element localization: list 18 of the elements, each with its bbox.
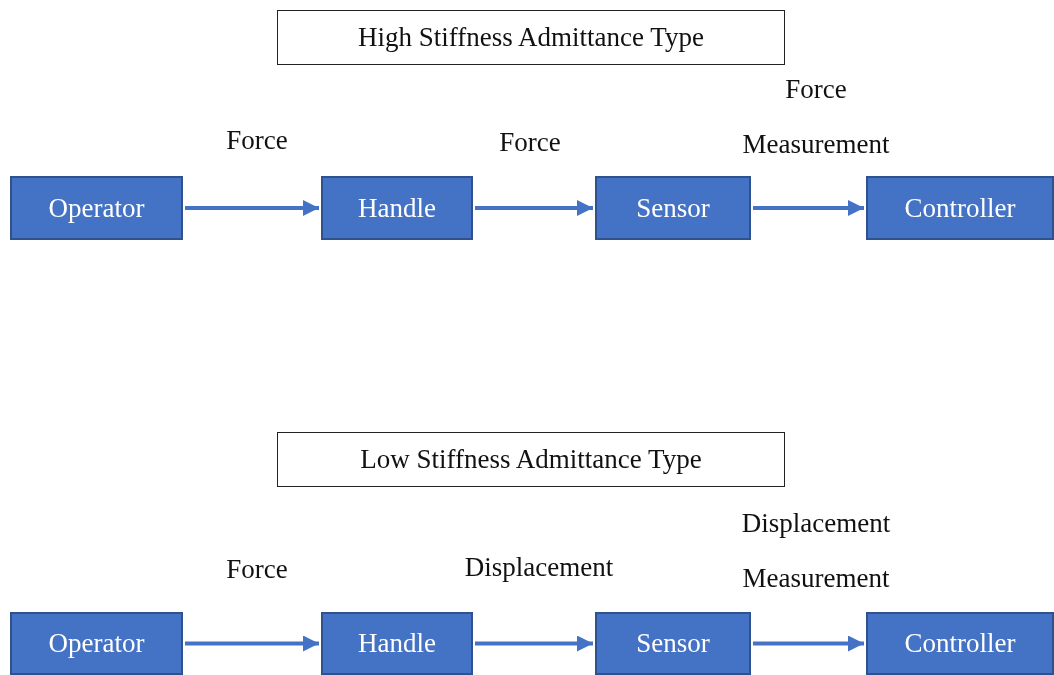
arrow [753, 200, 864, 216]
arrow [185, 635, 319, 652]
arrow [475, 635, 593, 652]
process-box: Handle [321, 612, 473, 675]
arrow [753, 635, 864, 652]
edge-label: Force Measurement [742, 73, 890, 161]
arrow [475, 200, 593, 216]
process-box: Operator [10, 176, 183, 240]
arrow [185, 200, 319, 216]
process-box: Handle [321, 176, 473, 240]
process-box: Operator [10, 612, 183, 675]
process-box: Sensor [595, 612, 751, 675]
edge-label: Displacement Measurement [741, 507, 891, 595]
process-box: Controller [866, 612, 1054, 675]
process-box: Controller [866, 176, 1054, 240]
title-box: High Stiffness Admittance Type [277, 10, 785, 65]
process-box: Sensor [595, 176, 751, 240]
title-box: Low Stiffness Admittance Type [277, 432, 785, 487]
